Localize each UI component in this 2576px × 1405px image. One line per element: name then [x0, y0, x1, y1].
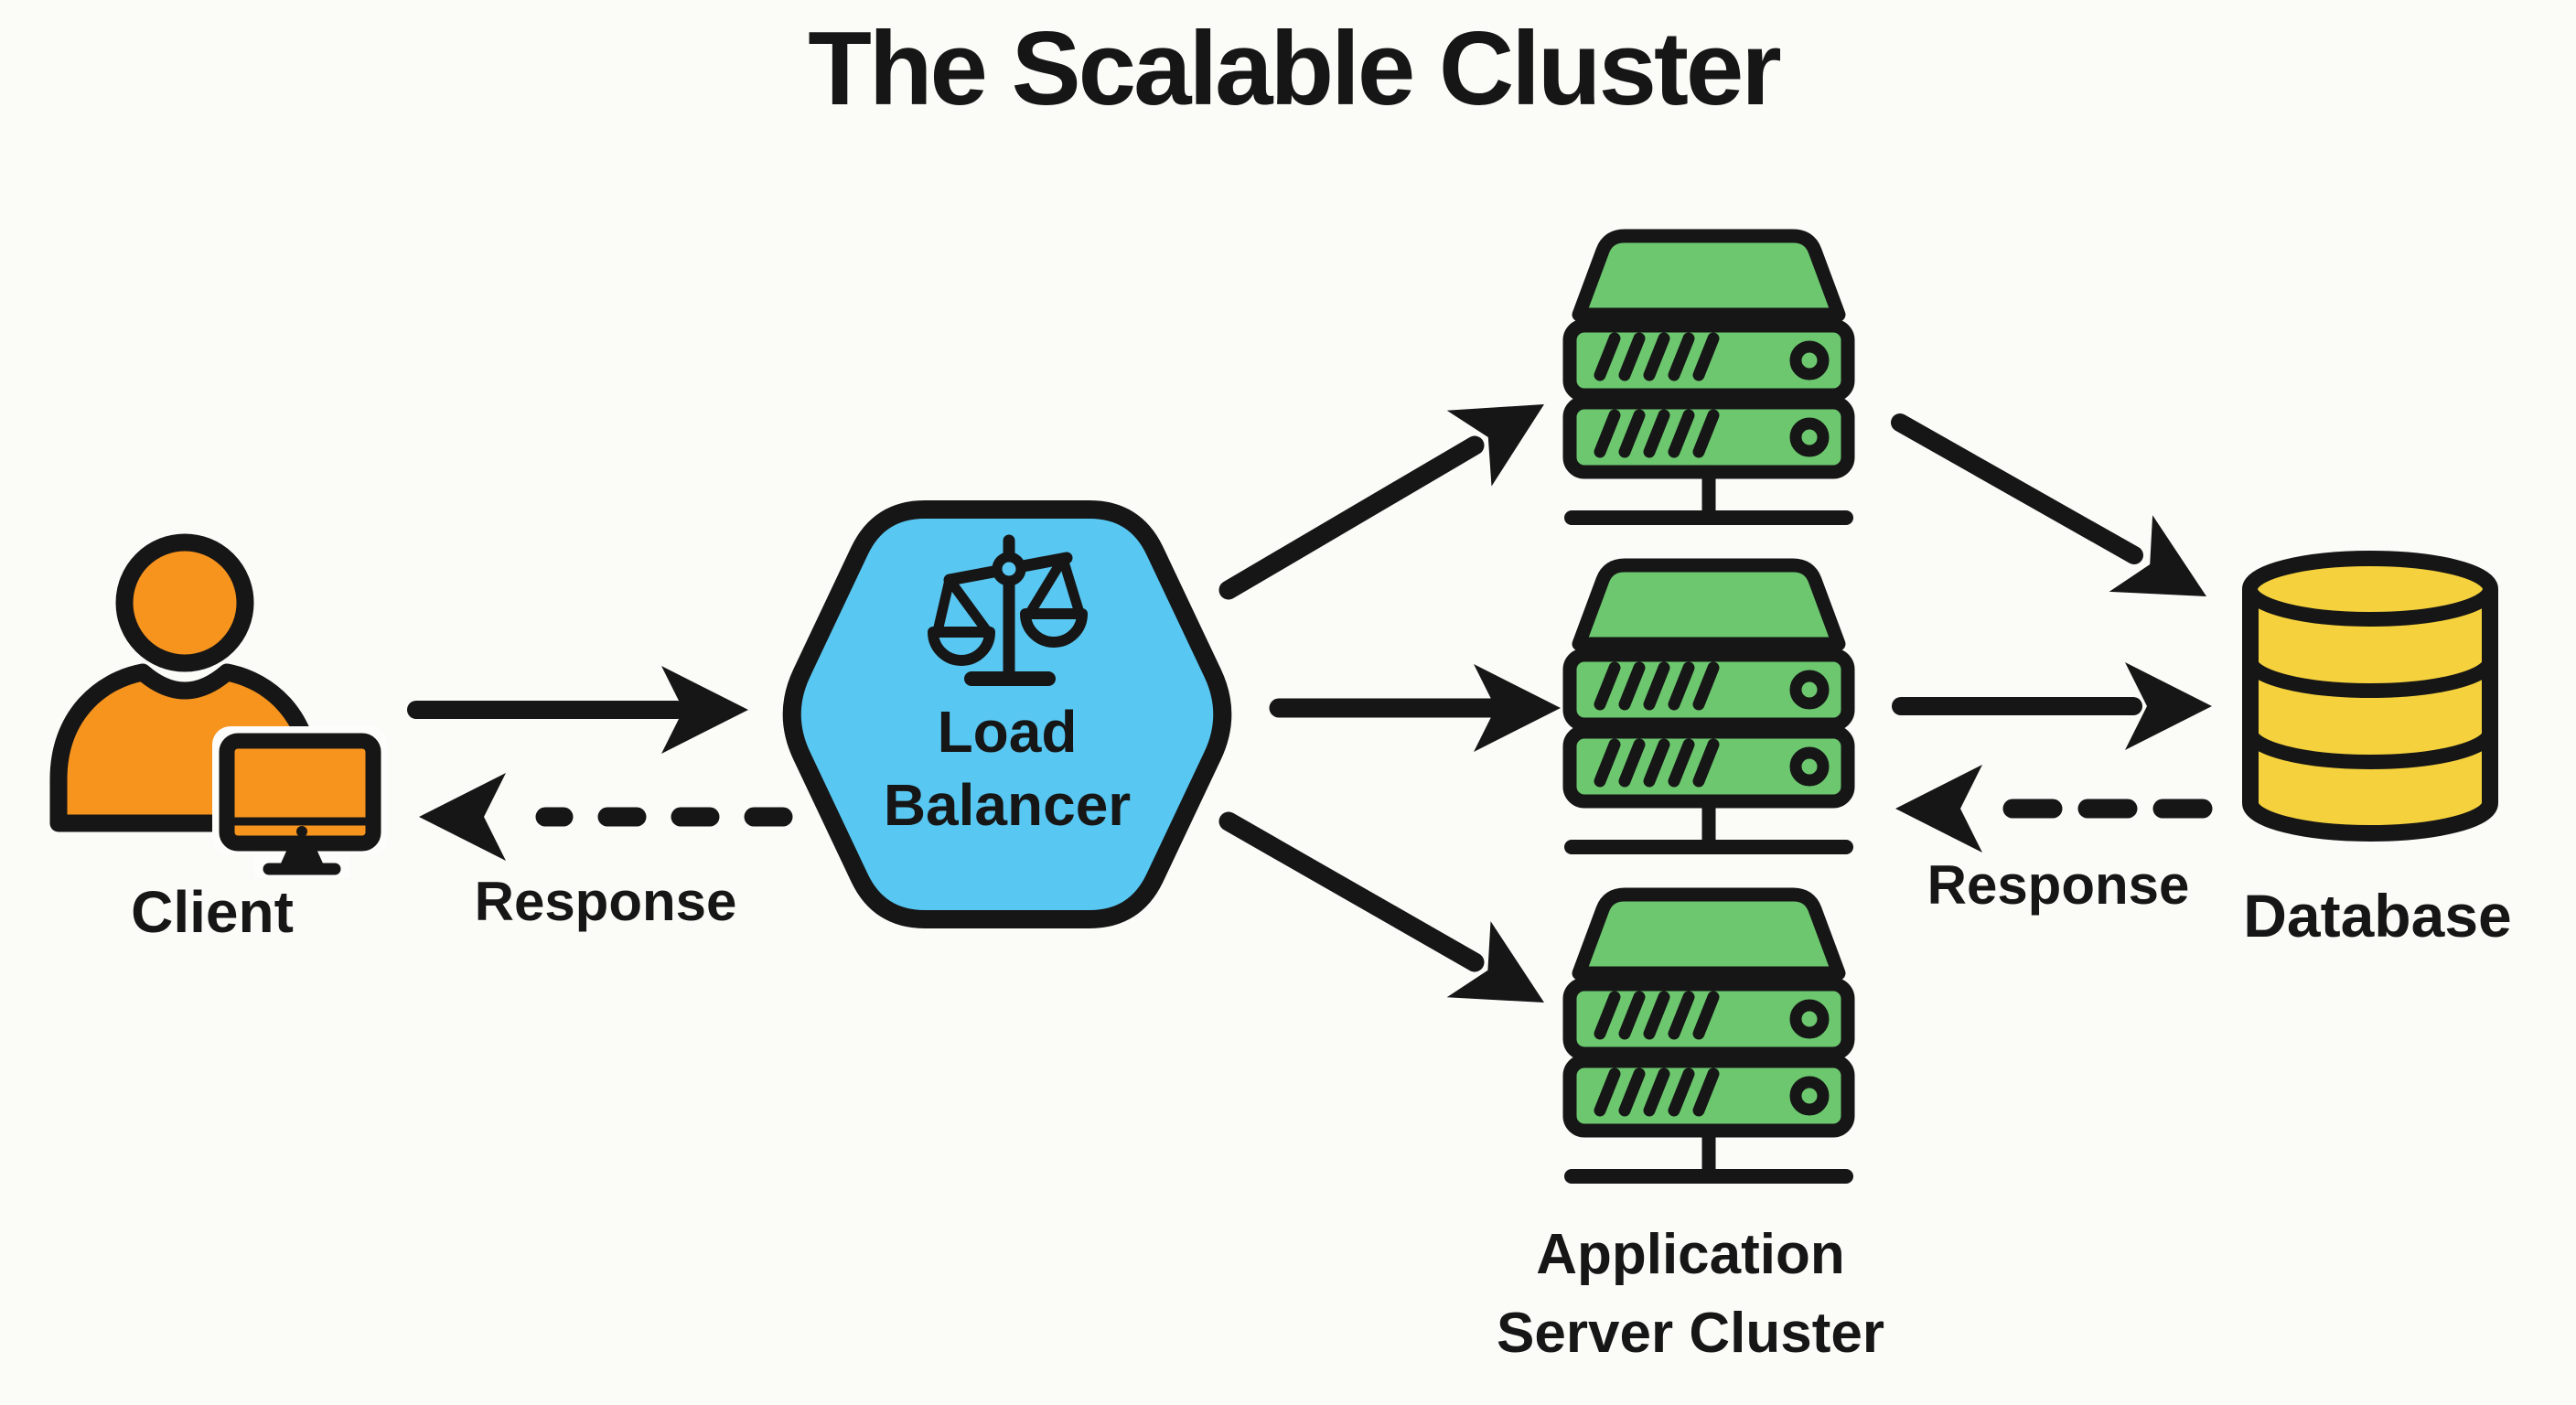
app-server-icon-middle: [1570, 565, 1848, 847]
app-server-cluster-label-line2: Server Cluster: [1497, 1302, 1884, 1365]
load-balancer-label-line1: Load: [937, 699, 1078, 765]
response-arrow-lb-to-client: [419, 773, 793, 861]
request-arrow-client-to-lb: [407, 666, 748, 754]
load-balancer-node: [782, 500, 1232, 928]
client-label: Client: [131, 879, 294, 945]
monitor-icon: [212, 726, 388, 878]
response-label-left: Response: [474, 871, 737, 932]
response-arrow-db-to-servers: [1895, 765, 2213, 853]
arrow-lb-to-server-top: [1218, 404, 1544, 600]
balance-scale-icon: [928, 534, 1088, 686]
response-label-right: Response: [1927, 854, 2190, 916]
database-icon: [2242, 551, 2498, 842]
hexagon-shape: [782, 500, 1232, 928]
app-server-cluster-label: Application Server Cluster: [1497, 1216, 1884, 1373]
monitor-camera-dot: [296, 826, 307, 837]
user-icon: [49, 533, 320, 832]
page-title: The Scalable Cluster: [808, 11, 1781, 127]
arrow-server-top-to-db: [1891, 413, 2206, 596]
client-node: [49, 533, 388, 878]
database-label: Database: [2243, 882, 2512, 949]
arrow-lb-to-server-middle: [1269, 664, 1561, 752]
arrow-lb-to-server-bottom: [1218, 811, 1544, 1003]
app-server-icon-bottom: [1570, 895, 1848, 1176]
app-server-cluster-label-line1: Application: [1536, 1223, 1845, 1286]
load-balancer-label-line2: Balancer: [883, 772, 1132, 838]
arrow-server-middle-to-db: [1892, 662, 2212, 750]
app-server-icon-top: [1570, 236, 1848, 518]
